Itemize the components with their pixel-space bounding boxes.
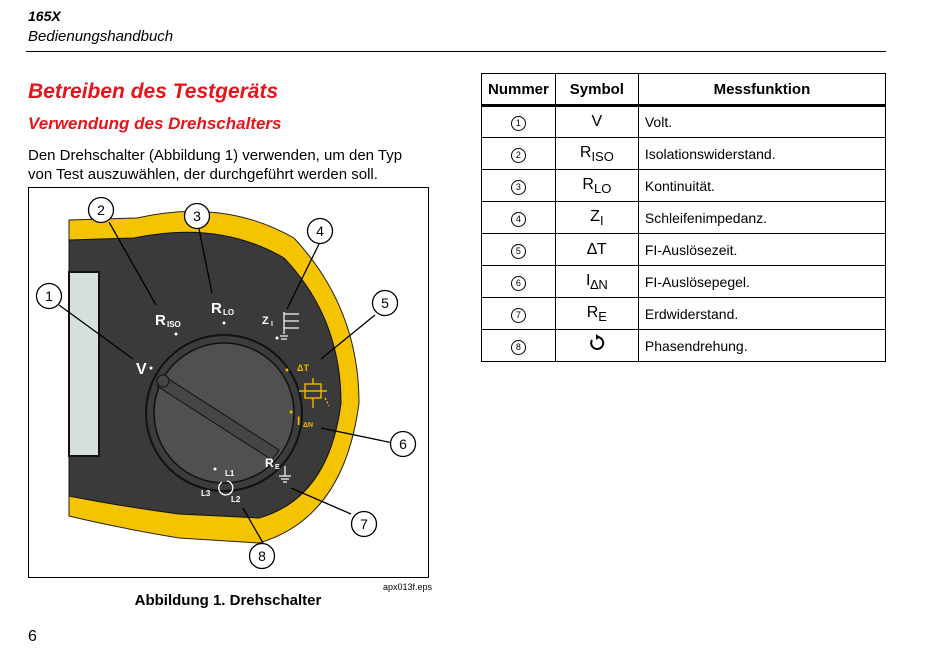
rcd-icon (299, 378, 330, 408)
row-number: 3 (510, 179, 526, 195)
dial-label-re-sub: E (275, 464, 280, 471)
row-number: 5 (510, 243, 526, 259)
callout-1: 1 (35, 282, 63, 310)
figure-file-name: apx013f.eps (383, 582, 433, 592)
row-function: Kontinuität. (637, 169, 887, 202)
header-function: Messfunktion (637, 73, 887, 107)
row-number: 1 (510, 116, 526, 131)
callout-7: 7 (350, 510, 378, 538)
row-number: 4 (510, 211, 526, 227)
callout-6: 6 (389, 430, 417, 458)
svg-text:2: 2 (97, 202, 105, 218)
table-row: 2 RISO Isolationswiderstand. (481, 137, 887, 170)
intro-paragraph: Den Drehschalter (Abbildung 1) verwenden… (28, 147, 403, 183)
row-symbol: R (582, 175, 594, 193)
svg-text:4: 4 (316, 223, 324, 239)
dial-label-l2: L2 (231, 495, 241, 504)
dial-label-rlo-r: R (211, 300, 222, 317)
function-table: Nummer Symbol Messfunktion 1 V Volt. 2 R… (481, 73, 887, 362)
row-symbol: R (586, 303, 599, 321)
dial-label-dt: ΔT (297, 363, 309, 373)
row-symbol-sub: I (599, 212, 604, 228)
earth-icon (279, 466, 291, 483)
row-function: FI-Auslösepegel. (637, 265, 887, 298)
svg-text:6: 6 (399, 436, 407, 452)
row-function: FI-Auslösezeit. (637, 233, 887, 266)
row-symbol-sub: E (598, 308, 607, 324)
table-row: 3 RLO Kontinuität. (481, 169, 887, 202)
phase-rotation-icon (590, 334, 605, 350)
row-function: Volt. (637, 105, 887, 138)
table-row: 8 Phasendrehung. (481, 329, 887, 362)
row-number: 7 (510, 307, 526, 323)
row-symbol-sub: ∆N (590, 276, 608, 292)
svg-text:8: 8 (258, 548, 266, 564)
manual-subtitle: Bedienungshandbuch (28, 28, 174, 45)
svg-text:5: 5 (381, 295, 389, 311)
loop-impedance-icon (280, 312, 299, 340)
table-row: 7 RE Erdwiderstand. (481, 297, 887, 330)
header-number: Nummer (481, 73, 556, 107)
dial-label-l3: L3 (201, 489, 211, 498)
dial-label-idn-i: I (297, 414, 300, 428)
table-row: 4 ZI Schleifenimpedanz. (481, 201, 887, 234)
svg-text:3: 3 (193, 208, 201, 224)
manual-model: 165X (28, 8, 61, 24)
row-function: Schleifenimpedanz. (637, 201, 887, 234)
dial-label-idn-sub: ΔN (303, 422, 313, 429)
callout-4: 4 (306, 217, 334, 245)
svg-text:1: 1 (45, 288, 53, 304)
callout-2: 2 (87, 196, 115, 224)
row-symbol: Z (590, 207, 600, 225)
table-row: 5 ∆T FI-Auslösezeit. (481, 233, 887, 266)
table-header-row: Nummer Symbol Messfunktion (481, 73, 887, 107)
page-number: 6 (28, 628, 37, 645)
row-number: 6 (510, 275, 526, 291)
callout-leaders (58, 221, 394, 544)
dial-label-riso-sub: ISO (167, 320, 181, 329)
callout-5: 5 (371, 289, 399, 317)
section-subtitle: Verwendung des Drehschalters (28, 114, 282, 133)
row-number: 2 (510, 147, 526, 163)
dial-label-zi-z: Z (262, 315, 269, 327)
row-number: 8 (510, 339, 526, 355)
table-row: 6 I∆N FI-Auslösepegel. (481, 265, 887, 298)
dial-label-riso-r: R (155, 312, 166, 329)
row-symbol: R (579, 143, 592, 161)
rotary-switch-figure: V R ISO R LO Z I ΔT I ΔN R E (28, 187, 429, 578)
row-function: Isolationswiderstand. (637, 137, 887, 170)
figure-caption: Abbildung 1. Drehschalter (134, 592, 322, 609)
row-symbol: ∆T (587, 240, 607, 258)
callout-3: 3 (183, 202, 211, 230)
svg-text:7: 7 (360, 516, 368, 532)
row-symbol-sub: LO (593, 180, 612, 196)
table-row: 1 V Volt. (481, 105, 887, 138)
phase-dial-icon (218, 480, 234, 496)
rotary-switch-illustration: V R ISO R LO Z I ΔT I ΔN R E (35, 196, 417, 570)
header-symbol: Symbol (554, 73, 639, 107)
display-window (68, 271, 100, 457)
dial-label-v: V (136, 361, 147, 378)
row-function: Phasendrehung. (637, 329, 887, 362)
row-function: Erdwiderstand. (637, 297, 887, 330)
row-symbol: V (591, 113, 603, 130)
section-title: Betreiben des Testgeräts (28, 80, 279, 103)
dial-label-re-r: R (265, 456, 274, 470)
dial-label-zi-sub: I (271, 321, 273, 328)
header-rule (26, 51, 886, 52)
row-symbol: I (585, 271, 591, 289)
callout-8: 8 (248, 542, 276, 570)
dial-label-l1: L1 (225, 469, 235, 478)
row-symbol-sub: ISO (591, 148, 614, 164)
dial-label-rlo-sub: LO (223, 308, 234, 317)
